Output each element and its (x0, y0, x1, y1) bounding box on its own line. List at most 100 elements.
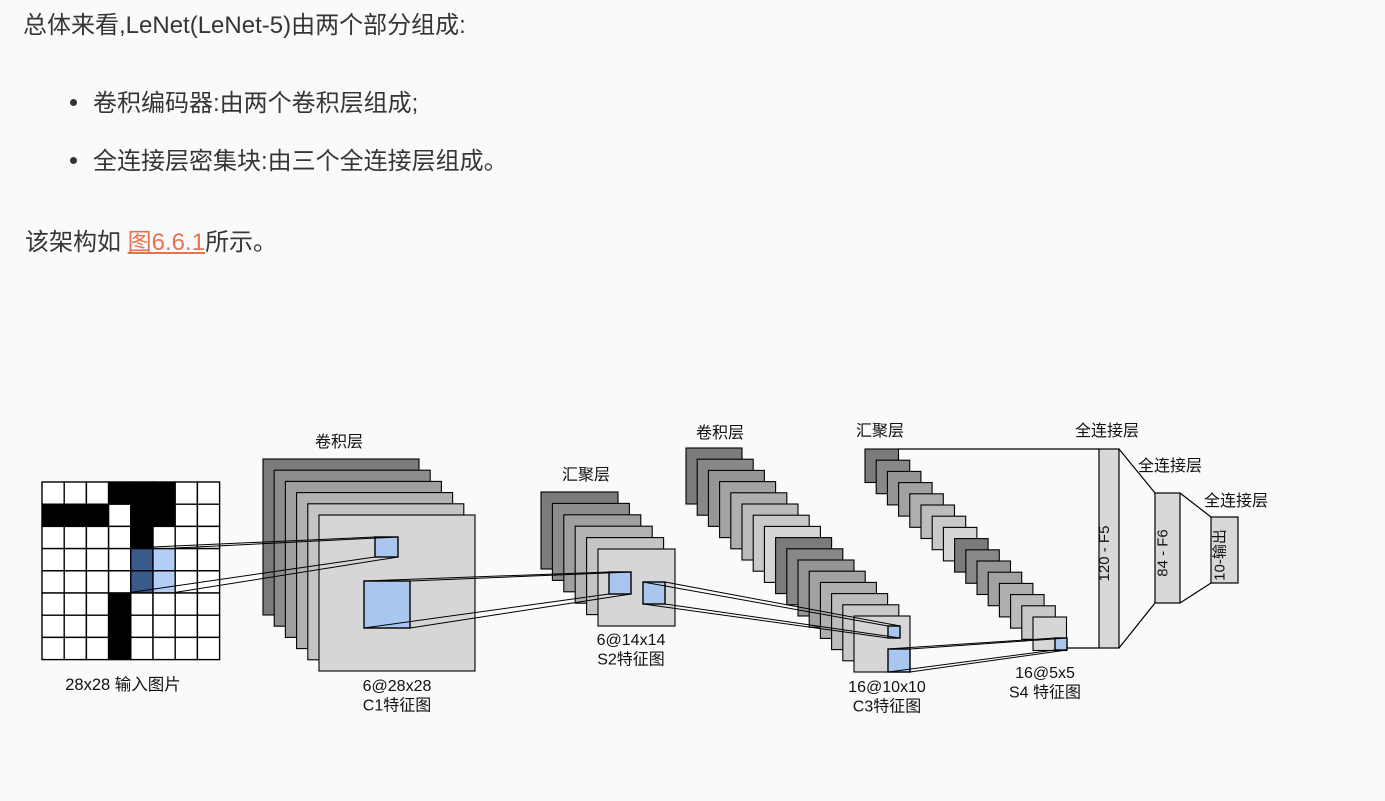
bullet-text: 卷积编码器:由两个卷积层组成; (93, 90, 419, 117)
fc-funnel-line (1179, 492, 1212, 518)
input-caption: 28x28 输入图片 (65, 675, 181, 694)
intro-paragraph: 总体来看,LeNet(LeNet-5)由两个部分组成: (23, 12, 466, 39)
input-grid-cell (130, 547, 154, 572)
input-grid-cell (41, 614, 65, 639)
input-grid-cell (174, 614, 199, 639)
input-grid-cell (152, 503, 176, 528)
input-grid-cell (63, 570, 88, 594)
mapping-line (175, 536, 399, 549)
receptive-field-S2 (608, 571, 632, 595)
input-grid-cell (107, 592, 132, 616)
layer-type-label: 卷积层 (315, 433, 363, 451)
mapping-line (363, 571, 610, 582)
input-grid-cell (85, 614, 110, 639)
receptive-field-C1 (374, 536, 399, 558)
input-grid-cell (41, 547, 65, 572)
input-grid-cell (85, 481, 110, 505)
input-grid-cell (152, 592, 176, 616)
receptive-field-C1 (363, 580, 411, 629)
input-grid-cell (107, 481, 132, 505)
mapping-line (887, 649, 1056, 673)
input-grid-cell (107, 570, 132, 594)
mapping-line (642, 603, 889, 639)
stack-caption: S2特征图 (597, 651, 665, 669)
article-content: 总体来看,LeNet(LeNet-5)由两个部分组成: 卷积编码器:由两个卷积层… (23, 0, 1123, 259)
input-grid-cell (152, 481, 176, 505)
input-grid-cell (41, 570, 65, 594)
receptive-field-C3 (887, 648, 911, 673)
fc-bar-label: 10-输出 (1212, 529, 1229, 581)
layer-type-label: 卷积层 (696, 424, 744, 442)
bullet-item-conv-encoder: 卷积编码器:由两个卷积层组成; (70, 88, 1123, 120)
fc-bar-1 (1098, 448, 1120, 649)
mapping-line (664, 581, 901, 627)
mapping-line (909, 637, 1068, 650)
stack-caption: 16@5x5 (1015, 665, 1075, 682)
input-grid-cell (152, 614, 176, 639)
input-grid-cell (174, 547, 199, 572)
input-grid-cell (152, 636, 176, 661)
input-grid-cell (107, 503, 132, 528)
fc-bar-3 (1210, 516, 1239, 584)
input-grid-cell (130, 636, 154, 661)
input-grid-cell (174, 636, 199, 661)
input-grid-cell (196, 636, 221, 661)
input-grid-cell (63, 547, 88, 572)
input-grid-cell (63, 636, 88, 661)
input-grid-cell (196, 614, 221, 639)
fc-funnel-line (1179, 582, 1212, 604)
mapping-line (409, 571, 632, 582)
input-grid-cell (130, 592, 154, 616)
mapping-line (887, 637, 1056, 650)
bullet-text: 全连接层密集块:由三个全连接层组成。 (93, 148, 508, 175)
input-grid-cell (41, 525, 65, 550)
input-grid-cell (107, 614, 132, 639)
input-grid-cell (107, 636, 132, 661)
input-grid-cell (130, 503, 154, 528)
mapping-line (409, 593, 632, 629)
fc-bar-label: 84 - F6 (1155, 529, 1172, 577)
input-grid-cell (63, 614, 88, 639)
stack-caption: C1特征图 (363, 697, 431, 715)
mapping-line (130, 556, 376, 593)
input-grid-cell (85, 525, 110, 550)
input-grid-cell (196, 503, 221, 528)
input-grid-cell (152, 525, 176, 550)
fc-bar-2 (1154, 492, 1181, 604)
input-grid-cell (85, 503, 110, 528)
bullet-dot (70, 157, 77, 164)
input-grid-cell (63, 525, 88, 550)
input-grid-cell (152, 570, 176, 594)
receptive-field-S2 (642, 581, 666, 605)
input-grid-cell (85, 570, 110, 594)
input-grid-cell (41, 503, 65, 528)
arch-paragraph: 该架构如 图6.6.1所示。 (25, 227, 1123, 259)
mapping-line (175, 556, 399, 593)
fc-layer-label: 全连接层 (1138, 457, 1202, 475)
bullet-list: 卷积编码器:由两个卷积层组成; 全连接层密集块:由三个全连接层组成。 (70, 88, 1123, 178)
input-grid-cell (41, 636, 65, 661)
bullet-item-dense-block: 全连接层密集块:由三个全连接层组成。 (70, 146, 1123, 178)
input-grid-cell (174, 481, 199, 505)
input-grid-cell (196, 547, 221, 572)
layer-type-label: 汇聚层 (856, 422, 904, 440)
input-grid-cell (174, 592, 199, 616)
fc-funnel-line (1118, 448, 1156, 494)
input-grid-cell (196, 592, 221, 616)
mapping-line (363, 593, 610, 629)
input-grid-cell (107, 525, 132, 550)
mapping-line (909, 649, 1068, 673)
stack-caption: 6@14x14 (597, 632, 666, 649)
input-grid-cell (196, 481, 221, 505)
fc-bar-label: 120 - F5 (1096, 526, 1113, 582)
stack-caption: C3特征图 (853, 698, 921, 716)
input-grid-cell (63, 503, 88, 528)
fc-layer-label: 全连接层 (1204, 492, 1268, 510)
input-grid-cell (85, 636, 110, 661)
input-grid-cell (130, 481, 154, 505)
input-grid-cell (85, 547, 110, 572)
mapping-line (130, 536, 376, 549)
input-grid-cell (63, 481, 88, 505)
figure-6-6-1-link[interactable]: 图6.6.1 (127, 229, 206, 256)
